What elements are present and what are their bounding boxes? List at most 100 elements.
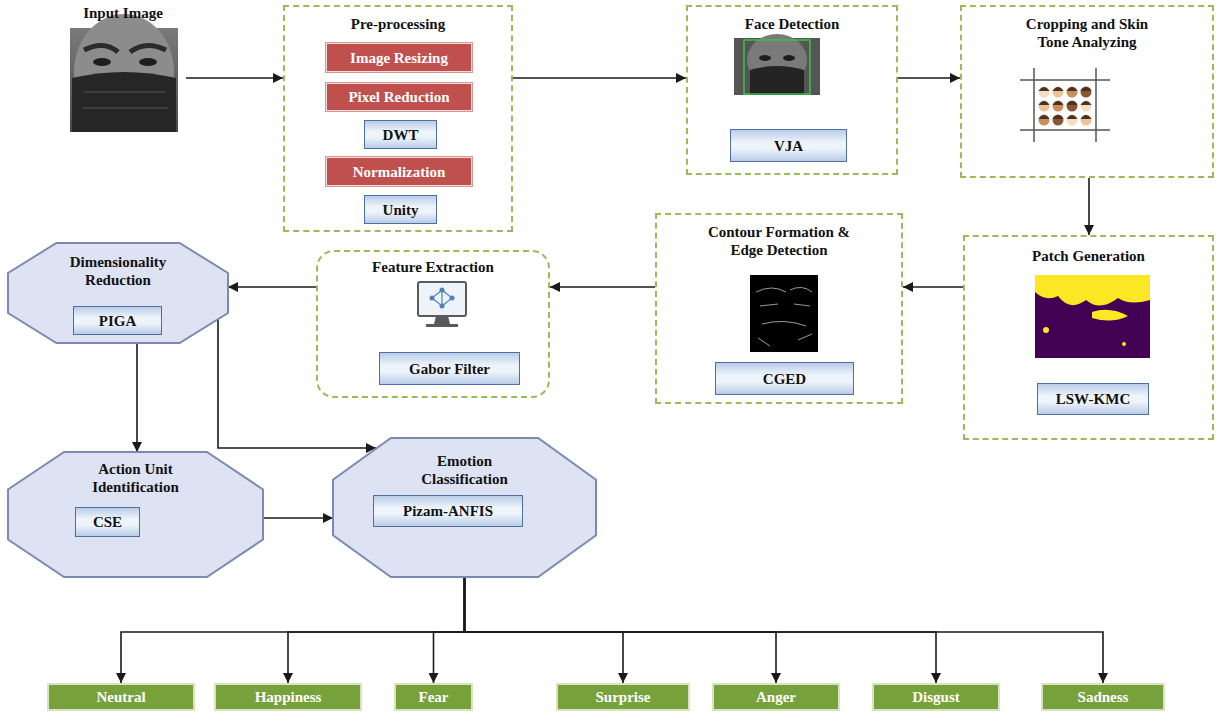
stage-octagon: Action Unit IdentificationCSE (8, 452, 263, 577)
box-label: Normalization (353, 163, 445, 181)
flow-arrow (434, 577, 465, 683)
flow-arrow (136, 343, 138, 452)
flow-arrow (550, 286, 655, 288)
flow-arrow (903, 286, 963, 288)
patch-map (1035, 275, 1150, 358)
flow-arrow (121, 577, 465, 683)
skin-tone-face (1039, 115, 1050, 126)
stage-title: Input Image (60, 4, 186, 22)
output-box: Surprise (556, 683, 690, 711)
skin-tone-face (1053, 101, 1064, 112)
monitor-stand (434, 316, 450, 324)
output-box: Happiness (214, 683, 362, 711)
skin-tone-hair (1081, 115, 1092, 119)
skin-tone-face (1081, 87, 1092, 98)
grid-line (1033, 68, 1035, 142)
stage-title: Feature Extraction (323, 252, 543, 276)
eye (93, 58, 111, 66)
box-label: Pizam-ANFIS (403, 502, 493, 520)
box-label: Disgust (912, 688, 960, 706)
box-label: Unity (383, 201, 419, 219)
method-box: VJA (730, 129, 847, 162)
grid-line (1020, 129, 1110, 131)
method-box: Gabor Filter (379, 352, 520, 385)
skin-tone-face (1039, 87, 1050, 98)
skin-tone-face (1039, 101, 1050, 112)
skin-tone-face (1081, 101, 1092, 112)
stage-box: Face DetectionVJA (686, 5, 898, 175)
box-label: DWT (383, 126, 419, 144)
box-label: Sadness (1078, 688, 1129, 706)
flow-arrow (898, 77, 960, 79)
box-label: CGED (763, 370, 806, 388)
output-box: Neutral (47, 683, 195, 711)
skin-tone-hair (1039, 115, 1050, 119)
skin-tone-hair (1067, 101, 1078, 105)
stage-title: Action Unit Identification (71, 452, 201, 496)
monitor-base (426, 324, 458, 327)
patch-region (1092, 310, 1128, 321)
stage-title: Patch Generation (974, 237, 1204, 265)
image-label: Input Image (60, 4, 186, 138)
flow-arrow (465, 577, 624, 683)
stage-box: Pre-processingImage ResizingPixel Reduct… (283, 5, 513, 232)
flow-arrow (228, 286, 316, 288)
skin-tone-face (1067, 101, 1078, 112)
patch-region (1035, 275, 1150, 306)
operation-box: Image Resizing (326, 43, 472, 72)
mask-fold (82, 92, 168, 108)
edge-map (750, 275, 818, 352)
octagon-shape (8, 243, 228, 343)
box-label: Neutral (96, 688, 145, 706)
output-box: Anger (712, 683, 840, 711)
box-label: CSE (93, 513, 122, 531)
box-label: Gabor Filter (409, 360, 490, 378)
operation-box: Pixel Reduction (326, 83, 472, 111)
skin-tone-face (1067, 115, 1078, 126)
output-box: Sadness (1041, 683, 1165, 711)
skin-tone-hair (1053, 115, 1064, 119)
skin-tone-hair (1081, 101, 1092, 105)
octagon-shape (8, 452, 263, 577)
stage-title: Emotion Classification (405, 438, 525, 488)
skin-tone-hair (1067, 115, 1078, 119)
method-box: LSW-KMC (1037, 383, 1149, 415)
flow-arrow (263, 517, 333, 519)
flow-arrow (1088, 178, 1090, 235)
output-box: Fear (394, 683, 473, 711)
box-label: Fear (419, 688, 449, 706)
patch-dot (1043, 327, 1049, 333)
operation-box: Normalization (326, 157, 472, 186)
patch-dot (1122, 342, 1126, 346)
skin-tone-face (1067, 87, 1078, 98)
method-box: Pizam-ANFIS (373, 495, 523, 527)
stage-title: Cropping and Skin Tone Analyzing (1012, 7, 1162, 51)
flow-arrow (465, 577, 937, 683)
eye (759, 55, 771, 61)
stage-box: Cropping and Skin Tone Analyzing (960, 5, 1214, 178)
flow-arrow (218, 319, 376, 448)
grid-line (1020, 79, 1110, 81)
stage-octagon: Dimensionality ReductionPIGA (8, 243, 228, 343)
stage-title: Contour Formation & Edge Detection (699, 215, 859, 259)
method-box: CSE (75, 507, 140, 537)
network-node (440, 304, 445, 309)
skin-tone-hair (1039, 101, 1050, 105)
skin-tone-chart (1020, 68, 1110, 142)
network-node (430, 296, 435, 301)
box-label: Pixel Reduction (348, 88, 449, 106)
stage-octagon: Emotion ClassificationPizam-ANFIS (333, 438, 596, 577)
eyebrow (130, 45, 166, 52)
skin-tone-face (1053, 87, 1064, 98)
flow-arrow (513, 77, 686, 79)
box-label: Anger (756, 688, 796, 706)
flow-arrow (465, 577, 1104, 683)
stage-title: Face Detection (692, 7, 892, 33)
eye (139, 58, 157, 66)
stage-box: Contour Formation & Edge DetectionCGED (655, 213, 903, 404)
detection-box (744, 40, 810, 94)
stage-box: Feature ExtractionGabor Filter (316, 250, 550, 398)
stage-box: Patch GenerationLSW-KMC (963, 235, 1214, 440)
